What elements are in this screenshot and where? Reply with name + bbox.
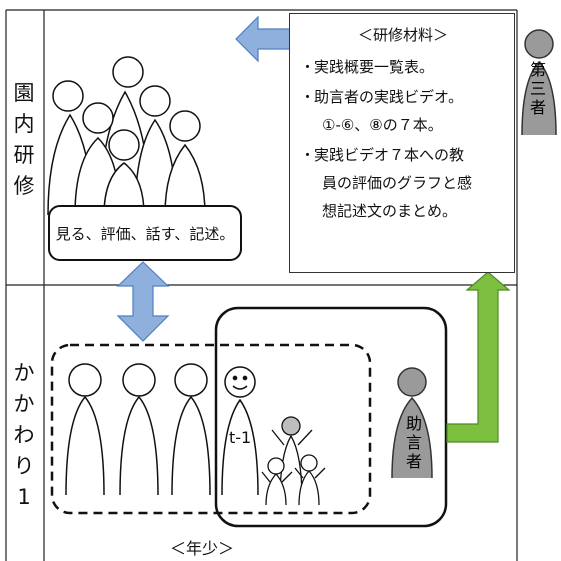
child-group-box [50, 343, 372, 515]
children [261, 416, 326, 506]
teacher-crowd [47, 56, 206, 216]
materials-line: ・実践概要一覧表。 [300, 58, 435, 76]
label-char: 内 [13, 112, 35, 136]
third-party-label: 第 三 者 [529, 60, 546, 117]
group-label-younger-class: ＜年少＞ [170, 539, 235, 558]
materials-line: ・助言者の実践ビデオ。 [300, 88, 464, 106]
label-char: わ [13, 423, 35, 447]
label-char: か [13, 392, 35, 416]
label-char: 研 [13, 143, 35, 167]
materials-line: 員の評価のグラフと感 [322, 174, 473, 192]
blue-double-arrow [116, 261, 170, 342]
materials-title: ＜研修材料＞ [357, 26, 448, 44]
label-char: 修 [13, 174, 35, 198]
observation-box [214, 306, 448, 528]
advisor-person [391, 367, 433, 479]
third-party-person [521, 29, 557, 136]
activities-bubble: 見る、評価、話す、記述。 [48, 205, 242, 261]
green-up-arrow [446, 271, 511, 443]
section-label-involvement-1: か か わ り 1 [8, 358, 40, 513]
blue-left-arrow [235, 15, 293, 63]
bottom-teachers [65, 363, 211, 496]
teacher-t1 [221, 366, 259, 496]
training-materials-box: ＜研修材料＞ ・実践概要一覧表。 ・助言者の実践ビデオ。 ①‐⑥、⑧の７本。 ・… [289, 13, 515, 273]
advisor-label: 助 言 者 [405, 414, 422, 471]
materials-line: ①‐⑥、⑧の７本。 [322, 116, 443, 134]
materials-line: 想記述文のまとめ。 [322, 202, 458, 220]
label-char: 園 [13, 81, 35, 105]
teacher-t1-label: t-1 [229, 428, 252, 447]
label-char: り [13, 454, 35, 478]
materials-line: ・実践ビデオ７本への教 [300, 146, 465, 164]
frame [5, 9, 518, 561]
label-char: か [13, 361, 35, 385]
section-label-in-house-training: 園 内 研 修 [8, 78, 40, 202]
label-char: 1 [17, 485, 31, 509]
